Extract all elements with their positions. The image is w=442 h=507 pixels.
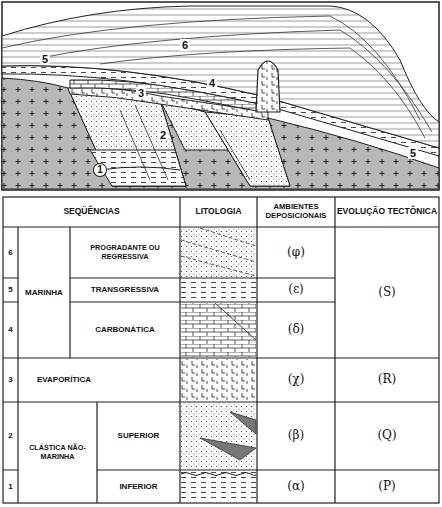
callout-number: 5 [36,52,54,66]
callout-number: 5 [404,146,422,160]
table-cell: CARBONÁTICA [70,302,180,358]
label-text: SEQÜÊNCIAS [63,207,119,217]
table-cell: (δ) [257,302,335,358]
label-text: (P) [378,480,395,494]
table-cell: (S) [335,227,439,358]
label-text: 2 [158,129,168,142]
label-text: AMBIENTES DEPOSICIONAIS [257,203,335,221]
table-cell: (α) [257,470,335,503]
callout-number: 4 [203,76,221,90]
table-cell: (R) [335,358,439,402]
label-text: LITOLOGIA [195,207,241,217]
label-text: 5 [40,53,50,66]
table-cell: MARINHA [18,227,70,358]
label-text: 4 [207,77,217,90]
label-text: MARINHA [22,288,66,297]
table-cell: (χ) [257,358,335,402]
row-number: 2 [3,402,18,470]
table-cell: INFERIOR [97,470,180,503]
table-cell: SUPERIOR [97,402,180,470]
table-cell: TRANSGRESSIVA [70,278,180,302]
label-text: CLÁSTICA NÃO-MARINHA [18,444,97,461]
row-number: 6 [3,227,18,278]
label-text: 3 [8,375,12,384]
label-text: 3 [136,87,146,100]
label-text: 1 [93,163,107,177]
label-text: INFERIOR [116,482,160,491]
label-text: (δ) [288,323,305,337]
table-cell: PROGRADANTE OU REGRESSIVA [70,227,180,278]
column-header: EVOLUÇÃO TECTÔNICA [335,197,439,227]
column-header: AMBIENTES DEPOSICIONAIS [257,197,335,227]
label-text: (χ) [288,373,305,387]
callout-number: 6 [176,38,194,52]
label-text: TRANSGRESSIVA [88,285,162,294]
label-text: (Q) [377,429,396,443]
label-text: CARBONÁTICA [92,325,158,334]
label-text: 6 [180,39,190,52]
label-text: (ε) [288,283,304,297]
table-cell: (Q) [335,402,439,470]
callout-number: 1 [92,162,108,178]
row-number: 1 [3,470,18,503]
column-header: SEQÜÊNCIAS [3,197,180,227]
row-number: 4 [3,302,18,358]
table-cell: CLÁSTICA NÃO-MARINHA [18,402,97,503]
table-cell: (P) [335,470,439,503]
label-text: 1 [8,482,12,491]
callout-number: 3 [132,86,150,100]
label-text: (S) [378,286,396,300]
row-number: 5 [3,278,18,302]
label-text: SUPERIOR [115,431,163,440]
callout-number: 2 [154,128,172,142]
table-cell: (β) [257,402,335,470]
label-text: (R) [378,373,396,387]
label-text: (β) [288,429,304,443]
table-cell: EVAPORÍTICA [18,358,110,402]
label-text: 4 [8,325,12,334]
label-text: 6 [8,248,12,257]
label-text: PROGRADANTE OU REGRESSIVA [70,244,180,261]
table-cell: (ε) [257,278,335,302]
label-text: EVAPORÍTICA [34,375,94,384]
label-text: (φ) [287,246,305,260]
label-text: 5 [8,285,12,294]
label-text: (α) [287,480,304,494]
row-number: 3 [3,358,18,402]
table-cell: (φ) [257,227,335,278]
label-text: 2 [8,431,12,440]
column-header: LITOLOGIA [180,197,257,227]
label-text: EVOLUÇÃO TECTÔNICA [337,207,437,217]
label-text: 5 [408,147,418,160]
